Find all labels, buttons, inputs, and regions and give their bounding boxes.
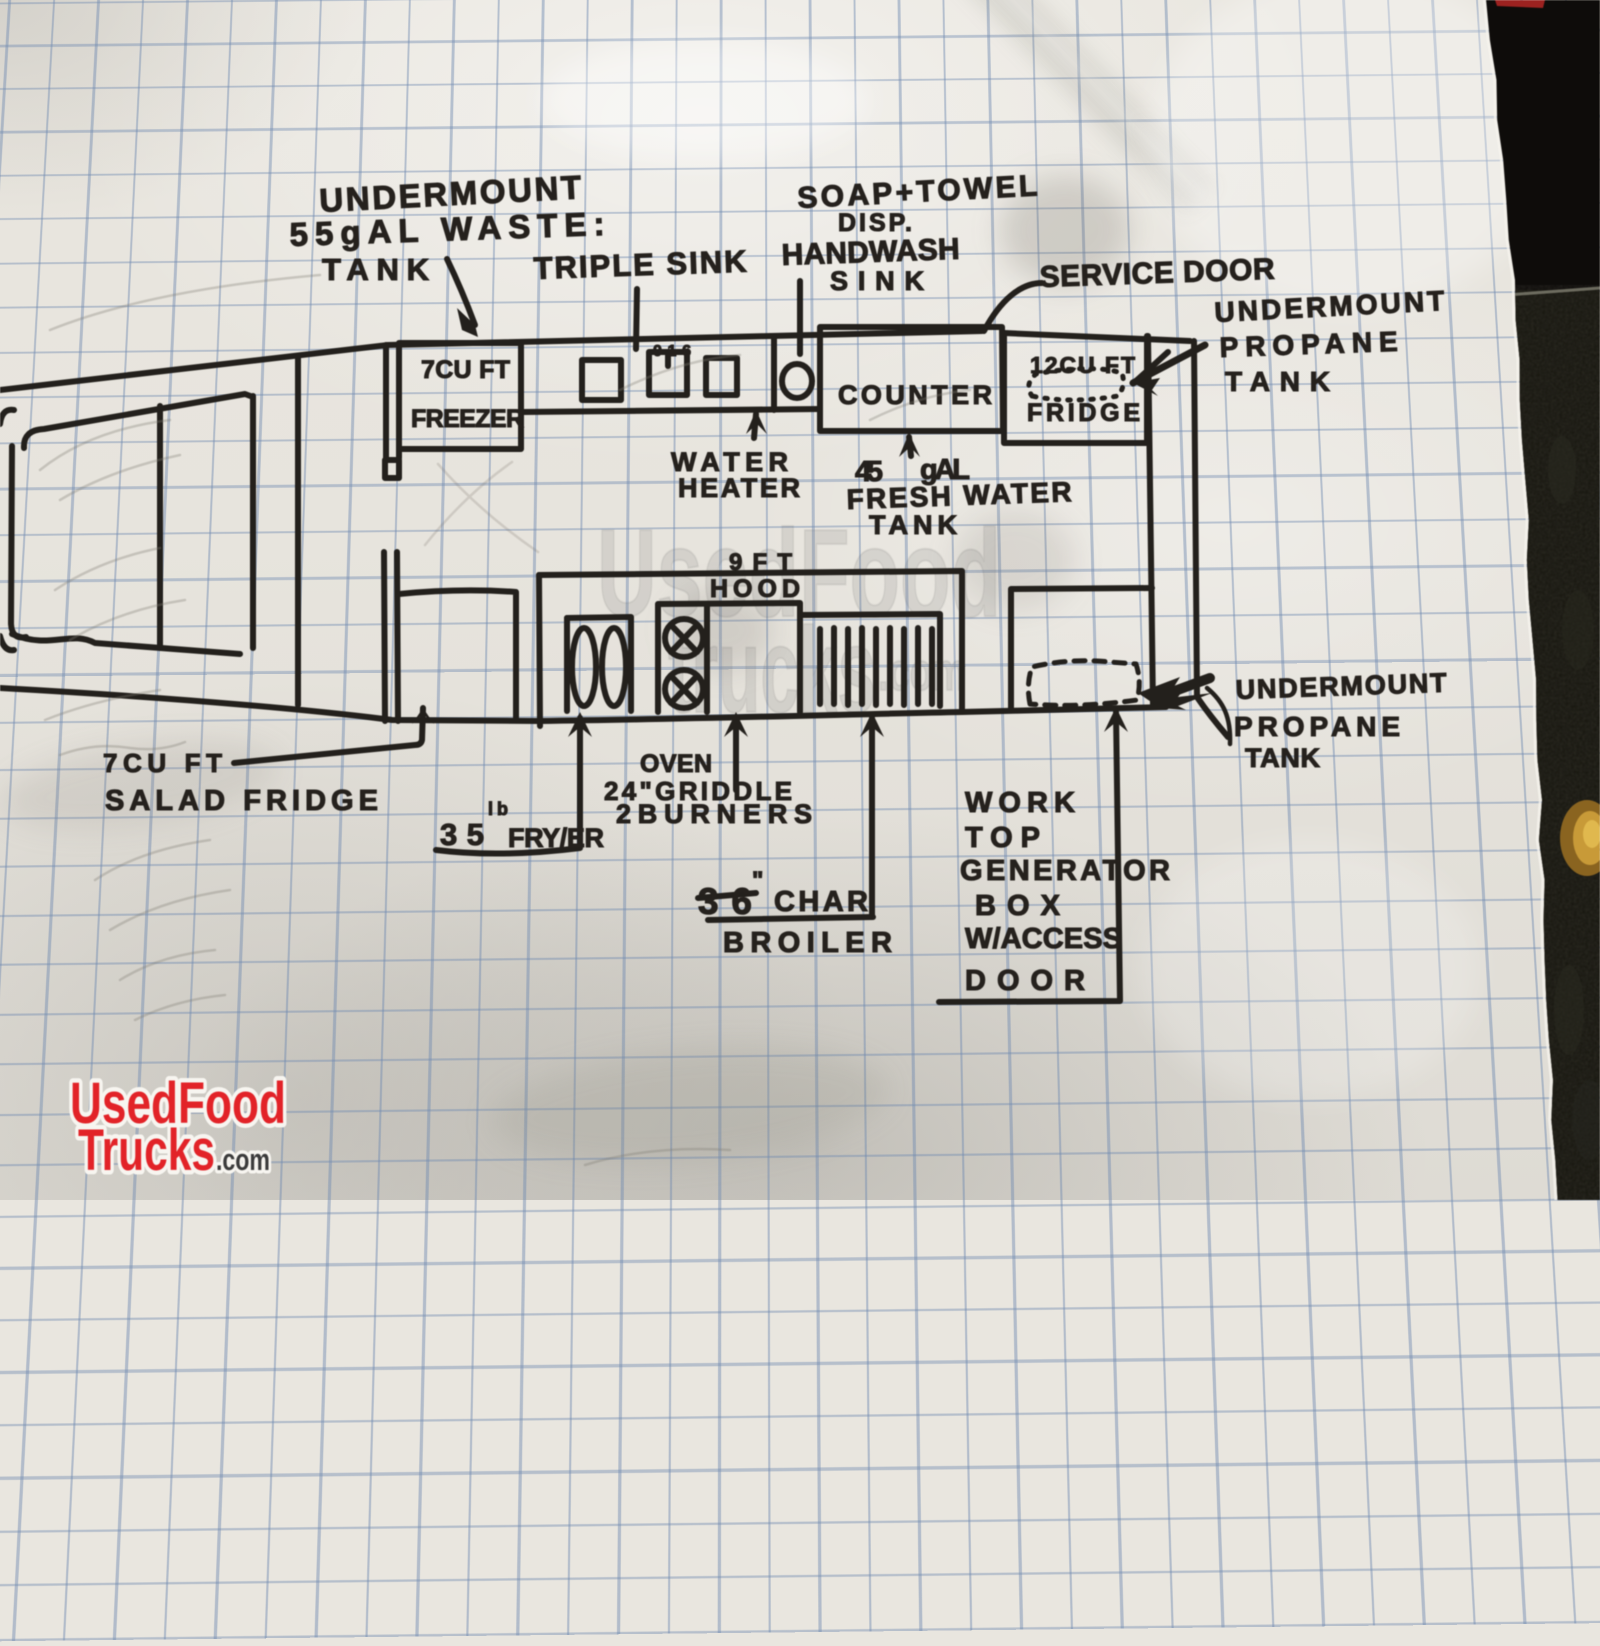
svg-text:gAL: gAL xyxy=(920,454,970,486)
svg-text:lb: lb xyxy=(488,799,508,819)
svg-text:TANK: TANK xyxy=(1225,366,1330,397)
svg-text:TOP: TOP xyxy=(965,822,1040,854)
svg-text:36: 36 xyxy=(698,881,752,922)
svg-text:.com: .com xyxy=(216,1142,270,1177)
svg-text:DOOR: DOOR xyxy=(965,965,1085,997)
svg-text:FRY/ER: FRY/ER xyxy=(508,823,604,853)
svg-text:W/ACCESS: W/ACCESS xyxy=(965,923,1122,955)
svg-text:WATER: WATER xyxy=(671,447,788,477)
svg-text:SOAP+TOWEL: SOAP+TOWEL xyxy=(797,169,1038,215)
svg-text:TRIPLE SINK: TRIPLE SINK xyxy=(533,244,748,286)
svg-text:Trucks: Trucks xyxy=(78,1118,215,1183)
svg-text:CHAR: CHAR xyxy=(774,886,868,918)
svg-text:SINK: SINK xyxy=(830,266,925,296)
svg-text:35: 35 xyxy=(440,817,484,852)
svg-text:HEATER: HEATER xyxy=(678,473,800,503)
svg-text:UNDERMOUNT: UNDERMOUNT xyxy=(1235,668,1447,705)
svg-text:SALAD FRIDGE: SALAD FRIDGE xyxy=(105,785,378,817)
svg-text:FRIDGE: FRIDGE xyxy=(1027,399,1140,427)
svg-text:UNDERMOUNT: UNDERMOUNT xyxy=(1214,285,1445,328)
svg-text:7CU FT: 7CU FT xyxy=(421,356,510,384)
svg-text:UsedFood: UsedFood xyxy=(70,1071,286,1136)
svg-text:12CU FT: 12CU FT xyxy=(1030,352,1135,378)
svg-text:TANK: TANK xyxy=(322,252,430,287)
svg-text:TANK: TANK xyxy=(869,510,958,540)
svg-text:45: 45 xyxy=(855,456,883,488)
svg-text:BROILER: BROILER xyxy=(723,927,892,959)
svg-text:WORK: WORK xyxy=(965,787,1075,819)
svg-text:DISP.: DISP. xyxy=(838,209,912,237)
svg-text:PROPANE: PROPANE xyxy=(1219,326,1398,363)
svg-text:SERVICE DOOR: SERVICE DOOR xyxy=(1039,253,1275,294)
svg-text:BOX: BOX xyxy=(975,890,1061,922)
svg-text:9FT: 9FT xyxy=(729,549,792,576)
svg-text:COUNTER: COUNTER xyxy=(838,380,992,410)
svg-text:PROPANE: PROPANE xyxy=(1234,711,1400,742)
svg-text:FREEZER: FREEZER xyxy=(411,405,524,433)
svg-text:HANDWASH: HANDWASH xyxy=(781,233,960,272)
svg-text:": " xyxy=(752,867,763,894)
svg-text:OVEN: OVEN xyxy=(640,750,712,778)
svg-text:7CU FT: 7CU FT xyxy=(103,748,222,778)
svg-text:GENERATOR: GENERATOR xyxy=(960,855,1170,887)
svg-text:TANK: TANK xyxy=(1245,743,1321,773)
svg-text:016: 016 xyxy=(653,343,691,360)
